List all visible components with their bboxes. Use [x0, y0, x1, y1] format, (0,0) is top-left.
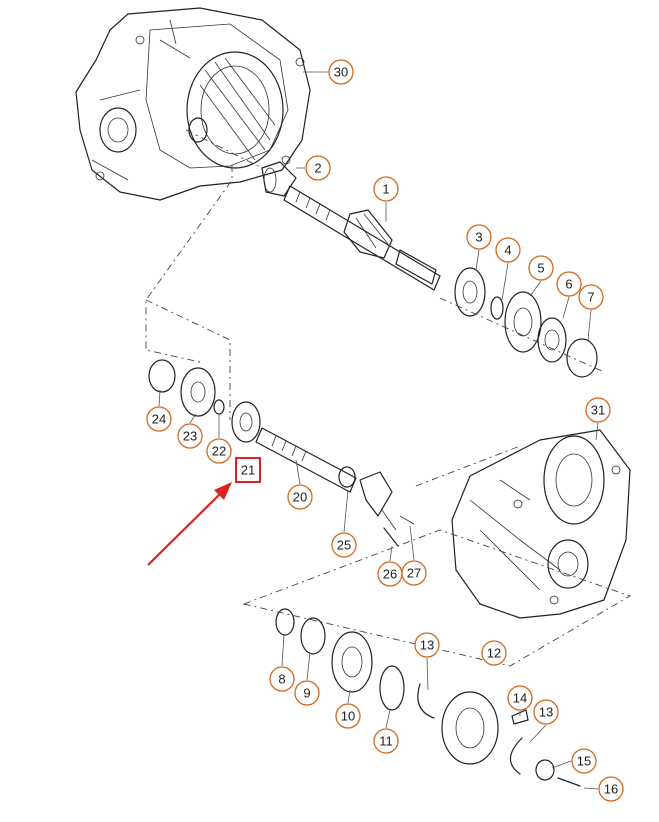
callout-c1: 1 [373, 176, 399, 202]
callout-number: 30 [334, 65, 348, 80]
callout-circle [328, 59, 354, 85]
callout-circle [146, 406, 172, 432]
callout-circle [571, 748, 597, 774]
callout-c26: 26 [377, 561, 403, 587]
callout-circle [598, 776, 624, 802]
callout-circle [305, 155, 331, 181]
callout-c22: 22 [206, 438, 232, 464]
callout-circle [414, 632, 440, 658]
callout-number: 5 [537, 261, 544, 276]
callout-circle [507, 685, 533, 711]
callout-number: 31 [591, 403, 605, 418]
callout-number: 12 [487, 646, 501, 661]
callout-c30: 30 [328, 59, 354, 85]
callout-circle [331, 532, 357, 558]
highlight-part-21: 21 [235, 457, 261, 483]
callout-number: 2 [314, 161, 321, 176]
callout-number: 24 [152, 412, 166, 427]
callout-circle [294, 680, 320, 706]
callout-circle [373, 728, 399, 754]
highlight-label: 21 [241, 463, 255, 478]
callout-number: 4 [504, 243, 511, 258]
callout-c6: 6 [556, 271, 582, 297]
callout-circle [373, 176, 399, 202]
callout-c4: 4 [495, 237, 521, 263]
callout-c13a: 13 [414, 632, 440, 658]
callout-circle [401, 560, 427, 586]
gear-set-upper [454, 267, 598, 378]
gear-set-lower [275, 608, 581, 787]
callout-number: 8 [278, 672, 285, 687]
callout-number: 10 [341, 709, 355, 724]
callout-circle [466, 224, 492, 250]
callout-circle [177, 423, 203, 449]
callout-number: 26 [383, 567, 397, 582]
callout-number: 16 [604, 782, 618, 797]
leader-lines [158, 71, 599, 790]
callout-c27: 27 [401, 560, 427, 586]
output-shaft [148, 359, 415, 547]
callout-c12: 12 [481, 640, 507, 666]
callout-number: 1 [382, 182, 389, 197]
callout-circle [287, 484, 313, 510]
callout-circle [481, 640, 507, 666]
callout-number: 22 [212, 444, 226, 459]
callout-circle [533, 699, 559, 725]
callout-number: 9 [303, 686, 310, 701]
red-arrow [147, 482, 232, 566]
callout-number: 6 [565, 277, 572, 292]
callout-c13b: 13 [533, 699, 559, 725]
callout-circle [335, 703, 361, 729]
callout-number: 7 [587, 290, 594, 305]
callout-circle [578, 284, 604, 310]
callout-number: 23 [183, 429, 197, 444]
callout-c14: 14 [507, 685, 533, 711]
callout-c3: 3 [466, 224, 492, 250]
callout-c2: 2 [305, 155, 331, 181]
callout-number: 25 [337, 538, 351, 553]
callout-number: 27 [407, 566, 421, 581]
callout-circle [206, 438, 232, 464]
callout-number: 13 [539, 705, 553, 720]
callout-number: 3 [475, 230, 482, 245]
callout-c10: 10 [335, 703, 361, 729]
callout-c31: 31 [585, 397, 611, 423]
callout-c11: 11 [373, 728, 399, 754]
callout-c23: 23 [177, 423, 203, 449]
callout-number: 11 [379, 734, 393, 749]
callout-c25: 25 [331, 532, 357, 558]
transmission-housing-bottom [451, 429, 631, 619]
callout-c24: 24 [146, 406, 172, 432]
callout-circle [528, 255, 554, 281]
callout-c16: 16 [598, 776, 624, 802]
callout-c7: 7 [578, 284, 604, 310]
transmission-housing-top [75, 7, 311, 201]
callout-c15: 15 [571, 748, 597, 774]
callout-circle [585, 397, 611, 423]
callout-number: 13 [420, 638, 434, 653]
callout-c8: 8 [269, 666, 295, 692]
input-shaft [261, 161, 441, 291]
callout-c5: 5 [528, 255, 554, 281]
callout-c20: 20 [287, 484, 313, 510]
callout-circle [495, 237, 521, 263]
callout-number: 14 [513, 691, 527, 706]
callout-circle [556, 271, 582, 297]
callout-number: 20 [293, 490, 307, 505]
callout-circle [269, 666, 295, 692]
callout-number: 15 [577, 754, 591, 769]
callout-c9: 9 [294, 680, 320, 706]
